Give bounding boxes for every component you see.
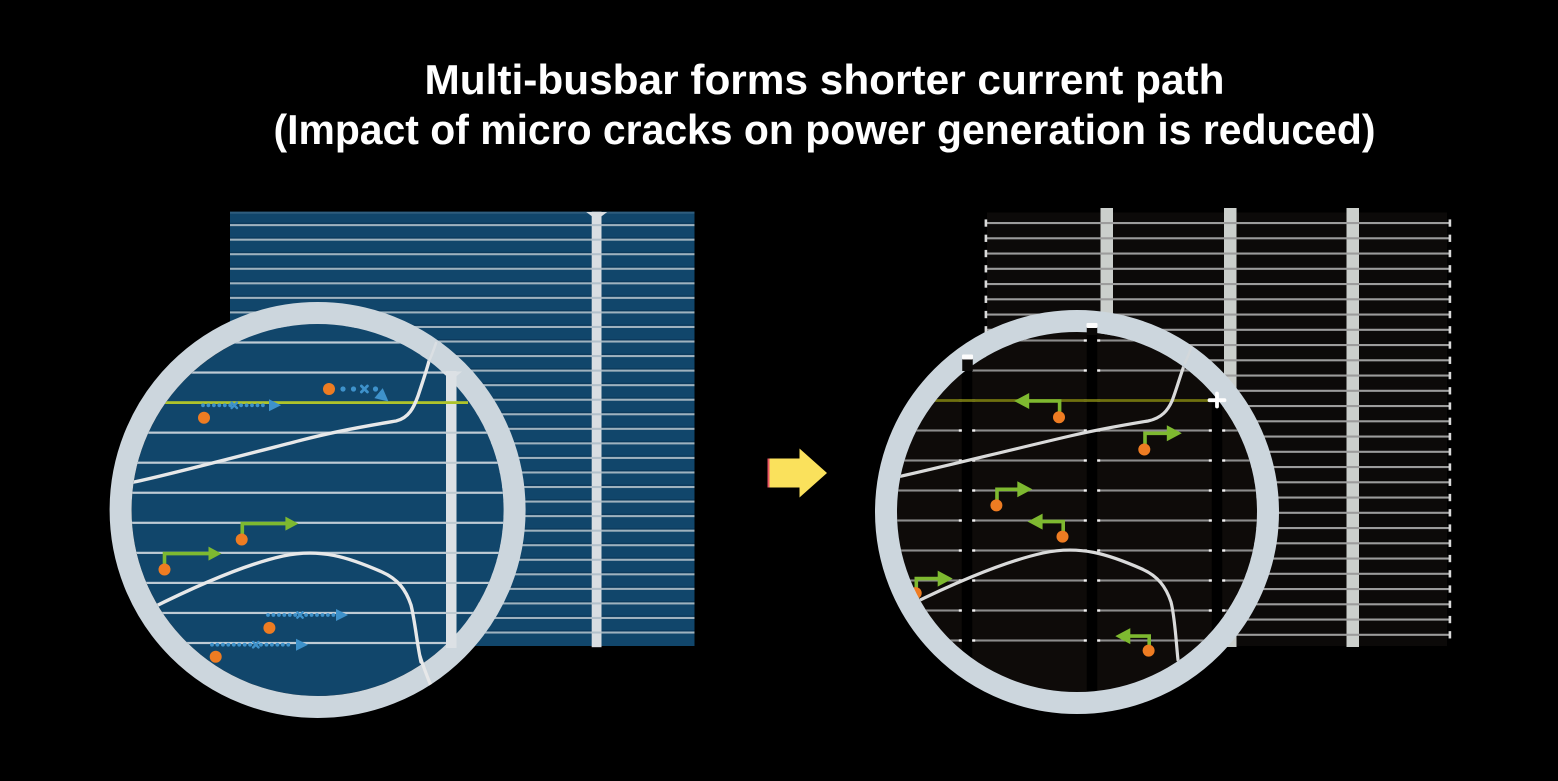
- svg-text:Multi-busbar forms shorter cur: Multi-busbar forms shorter current path: [425, 56, 1225, 103]
- svg-text:(Impact of micro cracks on pow: (Impact of micro cracks on power generat…: [274, 106, 1376, 153]
